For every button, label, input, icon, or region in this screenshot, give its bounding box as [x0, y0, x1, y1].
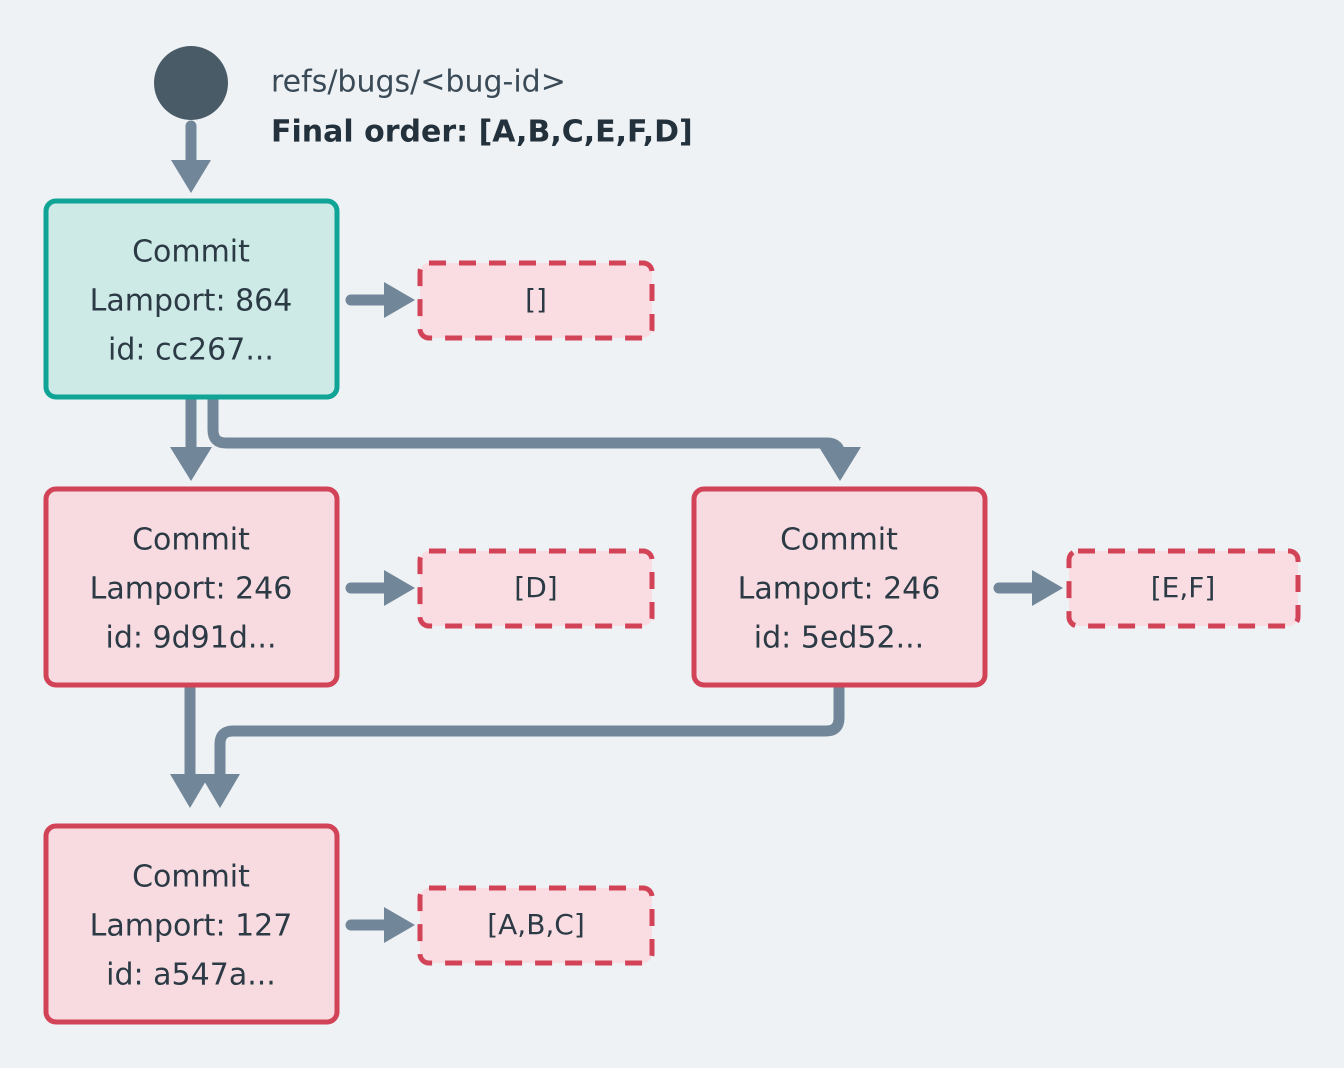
start-node	[154, 46, 228, 120]
operation-chip-empty-box	[417, 260, 655, 341]
operation-chip-abc[interactable]: [A,B,C]	[417, 885, 655, 966]
edge-cc267-to-5ed52	[207, 394, 861, 481]
operation-chip-empty[interactable]: []	[417, 260, 655, 341]
commit-node-9d91d-box	[43, 486, 340, 688]
edge-5ed52-to-ops	[993, 570, 1063, 606]
operation-chip-d-label: [D]	[514, 571, 557, 604]
operation-chip-abc-box	[417, 885, 655, 966]
commit-node-5ed52-box	[691, 486, 988, 688]
commit-node-a547a-title: Commit	[132, 860, 250, 895]
operation-chip-ef[interactable]: [E,F]	[1066, 548, 1301, 629]
edge-cc267-to-9d91d	[170, 394, 212, 481]
ref-label: refs/bugs/<bug-id>	[271, 65, 566, 100]
final-order-label: Final order: [A,B,C,E,F,D]	[271, 115, 693, 150]
edge-9d91d-to-a547a	[170, 683, 210, 808]
commit-node-5ed52-lamport: Lamport: 246	[738, 572, 941, 607]
commit-node-cc267-box	[43, 198, 340, 400]
operation-chip-abc-label: [A,B,C]	[487, 908, 585, 941]
operation-chip-ef-box	[1066, 548, 1301, 629]
commit-node-9d91d-title: Commit	[132, 523, 250, 558]
commit-node-5ed52[interactable]: Commit Lamport: 246 id: 5ed52...	[691, 486, 988, 688]
commit-node-5ed52-title: Commit	[780, 523, 898, 558]
operation-chip-empty-label: []	[525, 283, 547, 316]
edge-5ed52-to-a547a	[200, 683, 845, 808]
operation-chip-d-box	[417, 548, 655, 629]
commit-node-a547a[interactable]: Commit Lamport: 127 id: a547a...	[43, 823, 340, 1025]
commit-node-cc267-title: Commit	[132, 235, 250, 270]
commit-node-9d91d[interactable]: Commit Lamport: 246 id: 9d91d...	[43, 486, 340, 688]
commit-node-9d91d-lamport: Lamport: 246	[90, 572, 293, 607]
operation-chip-ef-label: [E,F]	[1151, 571, 1216, 604]
commit-node-5ed52-id: id: 5ed52...	[754, 621, 924, 656]
commit-node-a547a-id: id: a547a...	[106, 958, 276, 993]
commit-node-cc267-id: id: cc267...	[108, 333, 274, 368]
commit-node-cc267-lamport: Lamport: 864	[90, 284, 293, 319]
edge-a547a-to-ops	[345, 907, 415, 943]
commit-node-cc267[interactable]: Commit Lamport: 864 id: cc267...	[43, 198, 340, 400]
operation-chip-d[interactable]: [D]	[417, 548, 655, 629]
commit-node-9d91d-id: id: 9d91d...	[106, 621, 277, 656]
commit-node-a547a-box	[43, 823, 340, 1025]
edge-cc267-to-ops	[345, 282, 415, 318]
edge-9d91d-to-ops	[345, 570, 415, 606]
commit-node-a547a-lamport: Lamport: 127	[90, 909, 293, 944]
edge-start-to-cc267	[171, 120, 211, 193]
